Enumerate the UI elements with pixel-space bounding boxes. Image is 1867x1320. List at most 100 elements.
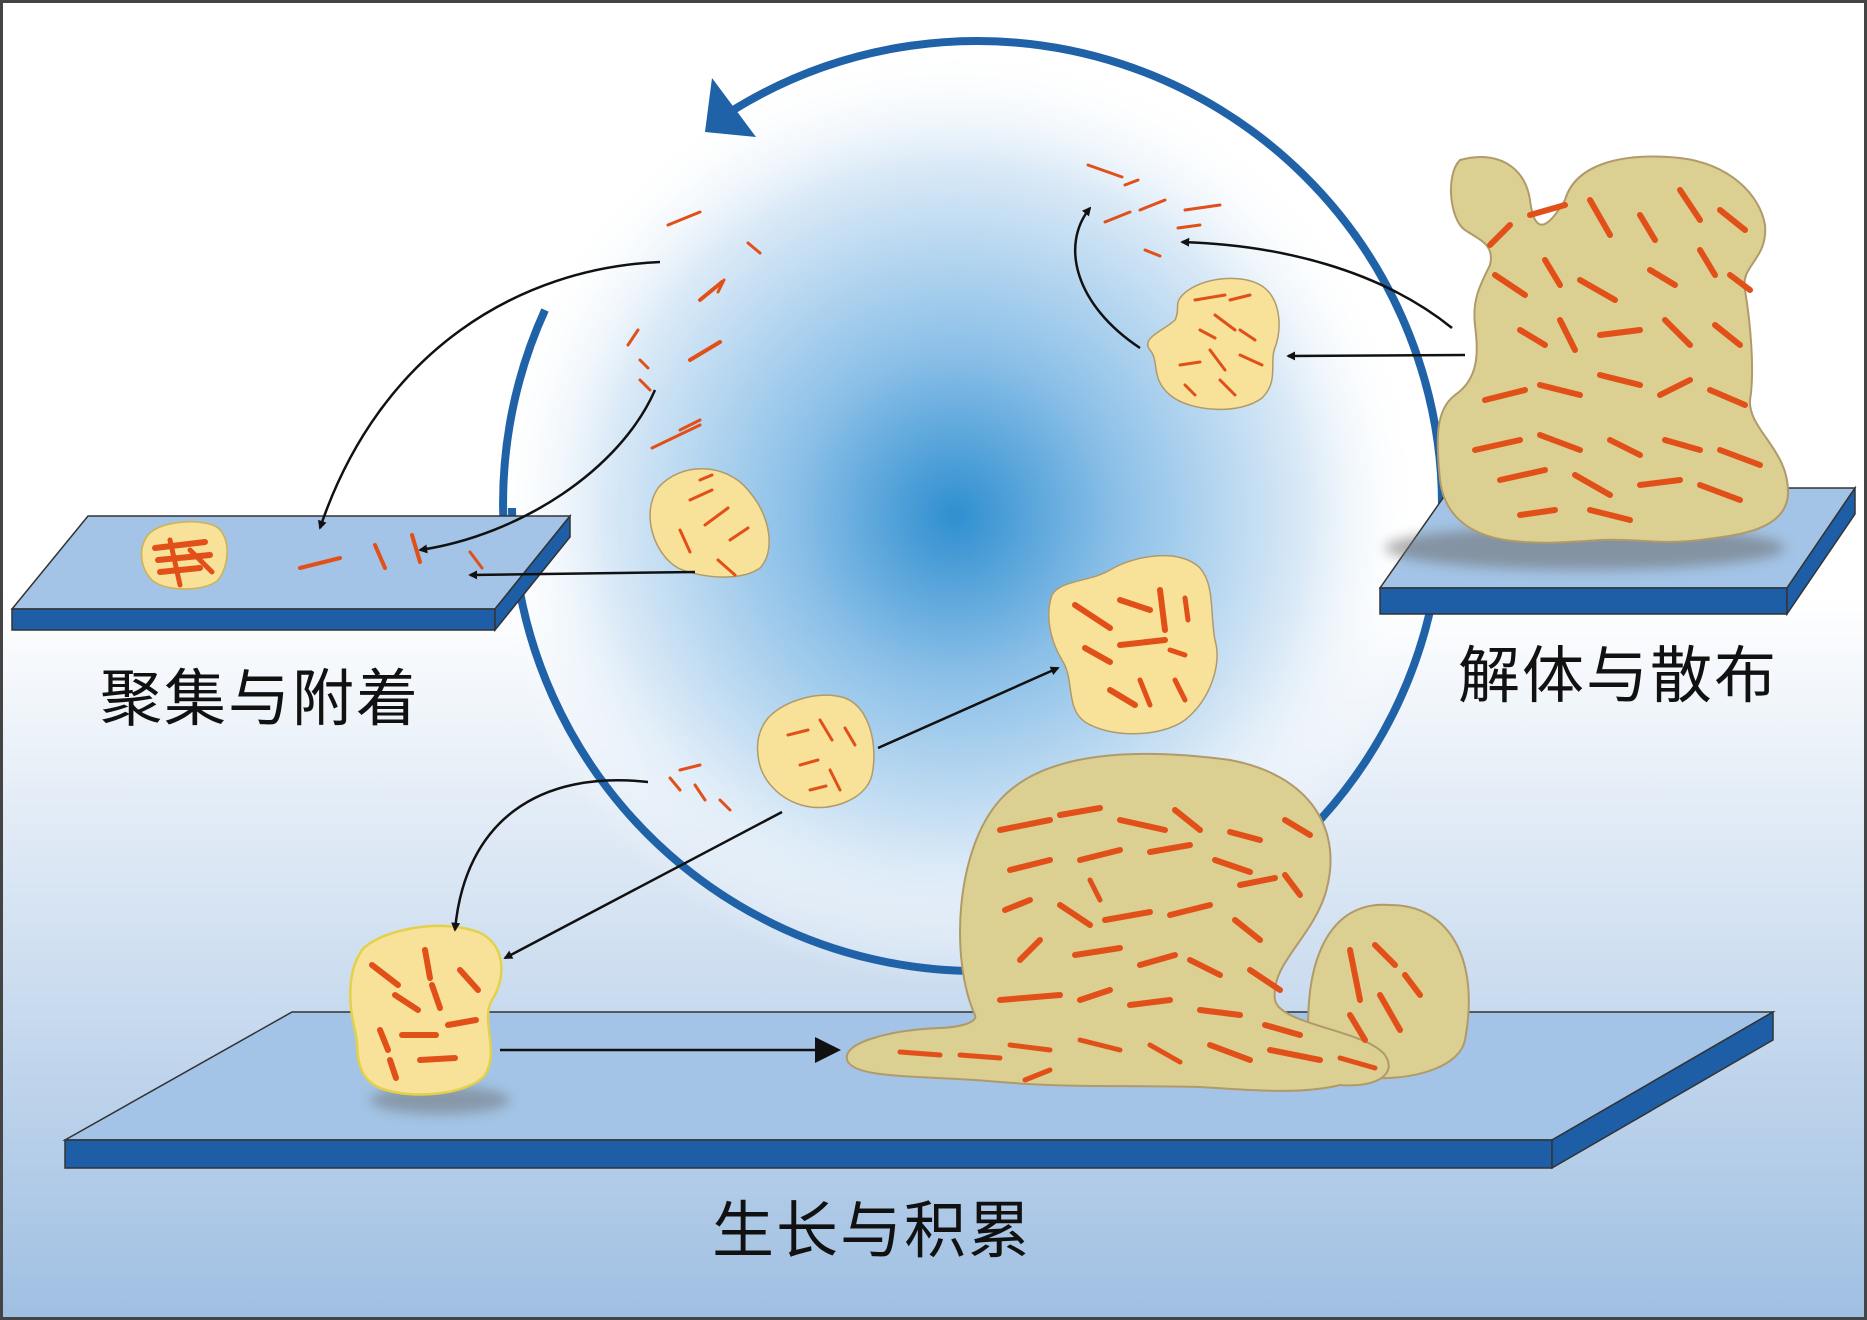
bacterium bbox=[1402, 972, 1423, 998]
bacterium bbox=[1127, 997, 1173, 1008]
cycle-arrowhead bbox=[705, 78, 756, 137]
bacterium bbox=[1007, 857, 1053, 873]
bacterium bbox=[828, 768, 842, 792]
bacterium bbox=[1587, 507, 1633, 523]
bacterium bbox=[1207, 1042, 1253, 1063]
bacterium bbox=[638, 358, 650, 370]
bacterium bbox=[698, 473, 714, 482]
bacterium bbox=[1007, 1042, 1053, 1053]
bacterium bbox=[1176, 223, 1202, 230]
bacterium bbox=[1492, 272, 1528, 298]
bacterium bbox=[1086, 163, 1124, 179]
bacterium bbox=[718, 798, 732, 812]
arrow-to-detached-colony bbox=[877, 666, 1060, 750]
bacterium bbox=[997, 817, 1053, 833]
bacterium bbox=[1102, 909, 1153, 923]
bacterium bbox=[1647, 267, 1678, 288]
bacterium bbox=[1103, 210, 1132, 224]
bacterium bbox=[1597, 327, 1643, 338]
center-glow bbox=[485, 45, 1425, 985]
bacterium bbox=[1117, 817, 1168, 833]
bacterium bbox=[1197, 1007, 1243, 1018]
bacterium bbox=[1228, 293, 1252, 302]
bacterium bbox=[1712, 322, 1743, 348]
bacterium bbox=[1147, 1042, 1183, 1065]
arrow-cells-attach bbox=[418, 389, 657, 554]
bacterium bbox=[1527, 202, 1568, 218]
bacterium bbox=[798, 758, 820, 767]
bacterium bbox=[1377, 992, 1403, 1033]
bacterium bbox=[1572, 472, 1613, 498]
bacterium bbox=[1717, 207, 1748, 233]
bacterium bbox=[1237, 875, 1278, 888]
bacterium bbox=[1282, 817, 1313, 838]
label-dispersal: 解体与散布 bbox=[1458, 639, 1779, 712]
label-growth: 生长与积累 bbox=[712, 1194, 1033, 1267]
bacterium bbox=[650, 423, 702, 450]
bacterium bbox=[1107, 687, 1138, 708]
bacterium bbox=[698, 280, 724, 302]
bacterium bbox=[716, 558, 737, 577]
bacterium bbox=[155, 552, 213, 563]
colony-floating-center bbox=[756, 694, 875, 809]
bacterium bbox=[1138, 198, 1167, 212]
bacterium bbox=[1262, 1022, 1303, 1038]
bacterium bbox=[1178, 360, 1202, 367]
bacteria-cells bbox=[152, 163, 1763, 1083]
bacterium bbox=[1183, 383, 1197, 397]
bacterium bbox=[1022, 1067, 1053, 1083]
bacterium bbox=[728, 526, 750, 542]
bacterium bbox=[1077, 847, 1123, 863]
bacterium bbox=[1542, 257, 1563, 288]
bacterium bbox=[1372, 942, 1398, 968]
bacterium bbox=[422, 947, 433, 981]
bacterium bbox=[678, 763, 702, 772]
bacterium bbox=[1147, 842, 1193, 855]
colony-detached-upper-right bbox=[1147, 277, 1280, 411]
bacterium bbox=[1697, 482, 1743, 503]
bacterium bbox=[1167, 647, 1188, 658]
bacterium bbox=[1117, 597, 1153, 613]
bacterium bbox=[1557, 317, 1578, 353]
bacterium bbox=[1182, 595, 1191, 623]
process-arrows bbox=[318, 206, 1466, 1063]
bacterium bbox=[373, 543, 387, 570]
bacterium bbox=[1212, 857, 1253, 875]
bacterium bbox=[1187, 957, 1223, 978]
bacterium bbox=[678, 418, 702, 432]
bacterium bbox=[688, 340, 722, 362]
bacterium bbox=[1213, 313, 1237, 332]
bacterium bbox=[1117, 637, 1168, 648]
bacterium bbox=[786, 728, 810, 737]
arrow-dispersal-lower bbox=[1286, 351, 1466, 361]
bacterium bbox=[298, 556, 342, 570]
bacterium bbox=[638, 378, 652, 392]
bacterium bbox=[429, 982, 443, 1011]
bacterium bbox=[1143, 248, 1162, 258]
bacterium bbox=[1707, 387, 1748, 408]
bacterium bbox=[703, 506, 730, 527]
bacterium bbox=[1537, 382, 1583, 398]
bacterium bbox=[1662, 437, 1703, 453]
bacterium bbox=[808, 784, 828, 792]
bacterium bbox=[1587, 197, 1613, 238]
bacterium bbox=[1637, 477, 1683, 488]
bacterium bbox=[1077, 1037, 1123, 1053]
bacterium bbox=[1337, 1055, 1378, 1071]
bacterium bbox=[1482, 387, 1528, 403]
bacterium bbox=[1677, 187, 1703, 223]
bacterium bbox=[1087, 877, 1103, 903]
bacterium bbox=[1208, 348, 1227, 372]
bacterium bbox=[1227, 829, 1263, 843]
bacterium bbox=[187, 547, 215, 575]
bacterium bbox=[897, 1049, 943, 1058]
bacterium bbox=[1597, 372, 1643, 388]
bacterium bbox=[392, 992, 421, 1013]
bacterium bbox=[688, 488, 714, 502]
bacterium bbox=[1123, 178, 1140, 187]
bacterium bbox=[410, 533, 422, 564]
bacterium bbox=[1072, 602, 1113, 631]
arrow-cells-to-surface bbox=[318, 260, 661, 530]
label-aggregation: 聚集与附着 bbox=[100, 662, 421, 735]
